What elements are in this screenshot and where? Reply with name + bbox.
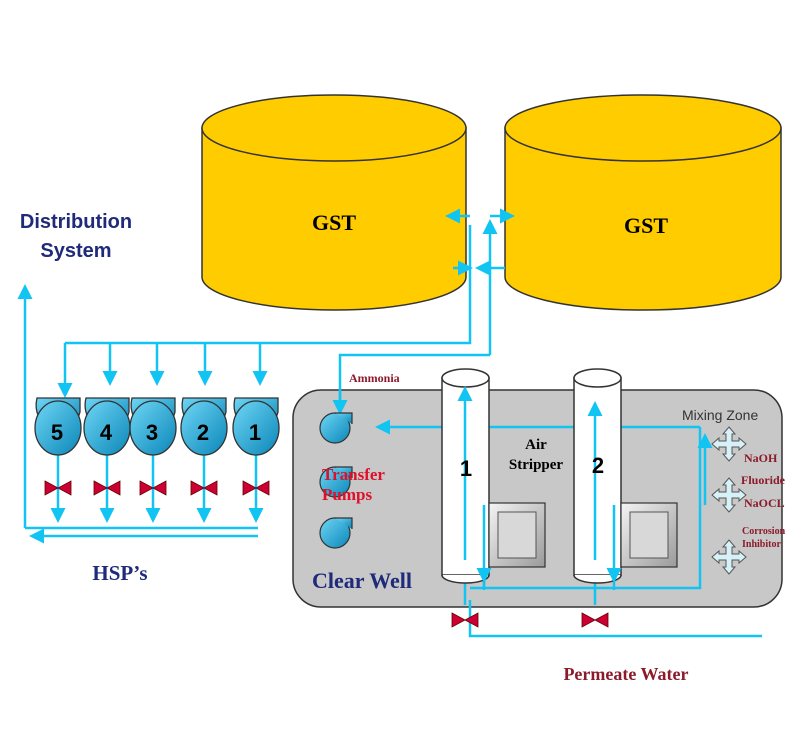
chem-naocl-label: NaOCL	[744, 496, 785, 510]
ammonia-label: Ammonia	[349, 371, 400, 385]
naoh-feed-icon	[711, 426, 747, 462]
hsp-label: HSP’s	[92, 561, 147, 585]
permeate-water-label: Permeate Water	[563, 664, 688, 684]
chem-corrosion-label-line1: Corrosion	[742, 526, 786, 537]
transfer-pump-2	[319, 466, 353, 498]
hsp-4-number: 4	[100, 420, 113, 445]
transfer-pump-1	[319, 412, 353, 444]
piping-network	[17, 208, 762, 638]
ground-storage-tank-right	[504, 94, 782, 311]
air-stripper-label-line2: Stripper	[509, 457, 564, 473]
hsp-pump-3	[129, 397, 177, 456]
permeate-valves	[451, 612, 609, 628]
hsp-pump-4	[83, 397, 131, 456]
air-stripper-label-line1: Air	[525, 437, 547, 453]
chem-fluoride-label: Fluoride	[741, 473, 786, 487]
air-blower-2	[620, 502, 678, 568]
distribution-label-line1: Distribution	[20, 211, 132, 233]
chem-corrosion-label-line2: Inhibitor	[742, 539, 781, 550]
fluoride-feed-icon	[711, 477, 747, 513]
mixing-zone-label: Mixing Zone	[682, 407, 758, 423]
chem-naoh-label: NaOH	[744, 451, 778, 465]
hsp-valves	[44, 480, 270, 496]
hsp-3-number: 3	[146, 420, 158, 445]
tank-left-label: GST	[312, 210, 356, 235]
stripper-2-number: 2	[592, 453, 604, 478]
tank-right-label: GST	[624, 213, 668, 238]
distribution-label-line2: System	[40, 240, 111, 262]
transfer-pumps-label-line2: Pumps	[322, 485, 372, 504]
clear-well-label: Clear Well	[312, 568, 412, 593]
high-service-pumps	[34, 397, 280, 456]
hsp-pump-5	[34, 397, 82, 456]
transfer-pumps-label-line1: Transfer	[322, 465, 385, 484]
stripper-1-number: 1	[460, 456, 472, 481]
hsp-1-number: 1	[249, 420, 261, 445]
chemical-feed-icons	[711, 426, 747, 575]
hsp-pump-1	[232, 397, 280, 456]
hsp-2-number: 2	[197, 420, 209, 445]
corrosion-inhibitor-feed-icon	[711, 539, 747, 575]
air-blower-1	[488, 502, 546, 568]
hsp-pump-2	[180, 397, 228, 456]
hsp-5-number: 5	[51, 420, 63, 445]
transfer-pump-3	[319, 517, 353, 549]
ground-storage-tank-left	[201, 94, 467, 311]
